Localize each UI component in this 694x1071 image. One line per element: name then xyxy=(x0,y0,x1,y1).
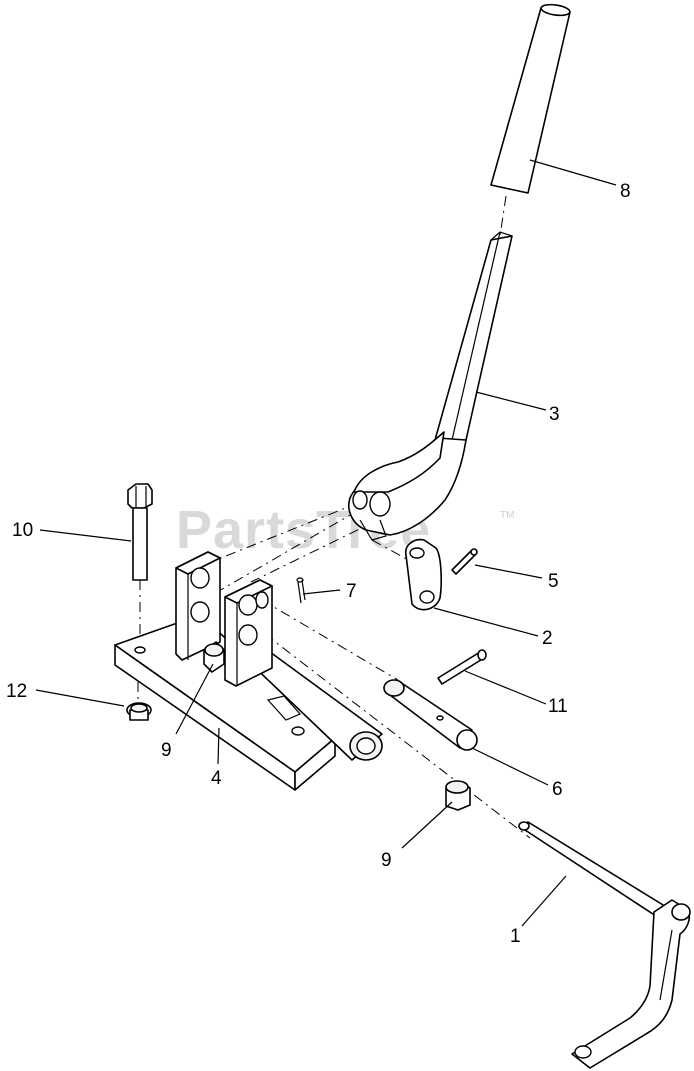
large-pin xyxy=(383,679,478,751)
watermark: PartsTree TM xyxy=(176,500,514,560)
watermark-trademark: TM xyxy=(500,510,514,521)
pivot-arm xyxy=(518,821,691,1069)
leader-lines xyxy=(35,159,617,927)
grip-sleeve xyxy=(490,3,571,194)
callout-6: 6 xyxy=(552,779,563,800)
callout-7: 7 xyxy=(346,581,357,602)
bolt xyxy=(127,483,153,581)
pivot-link xyxy=(404,538,442,611)
mounting-bracket xyxy=(114,551,383,791)
callout-labels: 8 3 5 2 7 11 6 1 9 10 12 9 4 xyxy=(6,181,631,947)
callout-5: 5 xyxy=(548,571,559,592)
flange-nut xyxy=(126,702,152,721)
callout-4: 4 xyxy=(211,768,222,789)
callout-11: 11 xyxy=(548,696,568,717)
bushing-left xyxy=(203,641,225,673)
cotter-pin xyxy=(296,577,306,604)
callout-3: 3 xyxy=(549,404,560,425)
callout-8: 8 xyxy=(620,181,631,202)
assembly-centerlines xyxy=(137,195,531,839)
callout-12: 12 xyxy=(6,681,27,702)
control-lever xyxy=(348,231,513,541)
callout-2: 2 xyxy=(542,628,553,649)
callout-9-lower: 9 xyxy=(381,850,392,871)
clevis-pin xyxy=(437,649,487,685)
callout-9-left: 9 xyxy=(161,740,172,761)
callout-1: 1 xyxy=(510,926,521,947)
small-pin xyxy=(451,548,478,575)
bushing-lower xyxy=(445,780,471,811)
callout-10: 10 xyxy=(12,520,33,541)
